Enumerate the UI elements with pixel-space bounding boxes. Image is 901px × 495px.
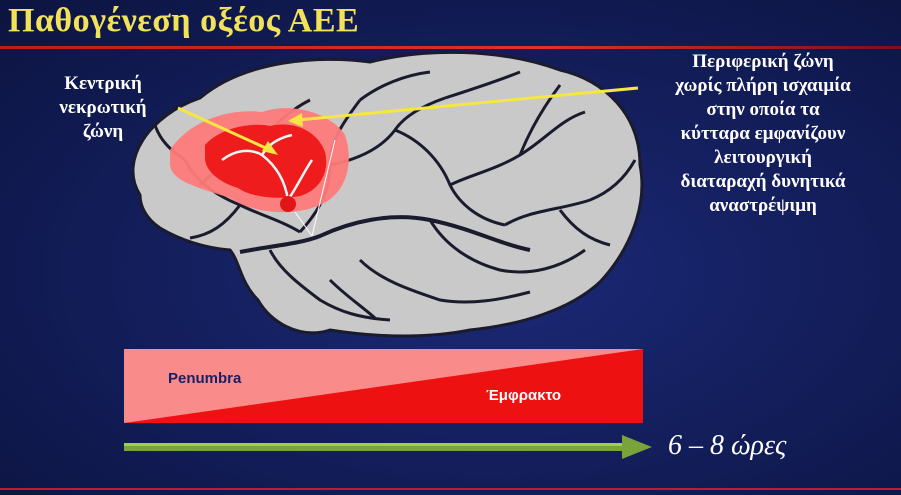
peripheral-zone-line: κύτταρα εμφανίζουν — [628, 122, 898, 146]
peripheral-zone-label: Περιφερική ζώνη χωρίς πλήρη ισχαιμία στη… — [628, 50, 898, 218]
peripheral-zone-line: στην οποία τα — [628, 98, 898, 122]
peripheral-zone-line: αναστρέψιμη — [628, 194, 898, 218]
peripheral-zone-line: Περιφερική ζώνη — [628, 50, 898, 74]
central-zone-label: Κεντρική νεκρωτική ζώνη — [28, 72, 178, 144]
occluded-vessel — [280, 196, 296, 212]
time-arrow-icon — [124, 435, 652, 459]
penumbra-label: Penumbra — [168, 370, 241, 387]
central-zone-line: ζώνη — [28, 120, 178, 144]
bottom-divider — [0, 488, 901, 490]
peripheral-zone-line: χωρίς πλήρη ισχαιμία — [628, 74, 898, 98]
time-window-label: 6 – 8 ώρες — [668, 430, 786, 462]
peripheral-zone-line: λειτουργική — [628, 146, 898, 170]
central-zone-line: νεκρωτική — [28, 96, 178, 120]
infarct-label: Έμφρακτο — [486, 387, 561, 404]
central-zone-line: Κεντρική — [28, 72, 178, 96]
peripheral-zone-line: διαταραχή δυνητικά — [628, 170, 898, 194]
